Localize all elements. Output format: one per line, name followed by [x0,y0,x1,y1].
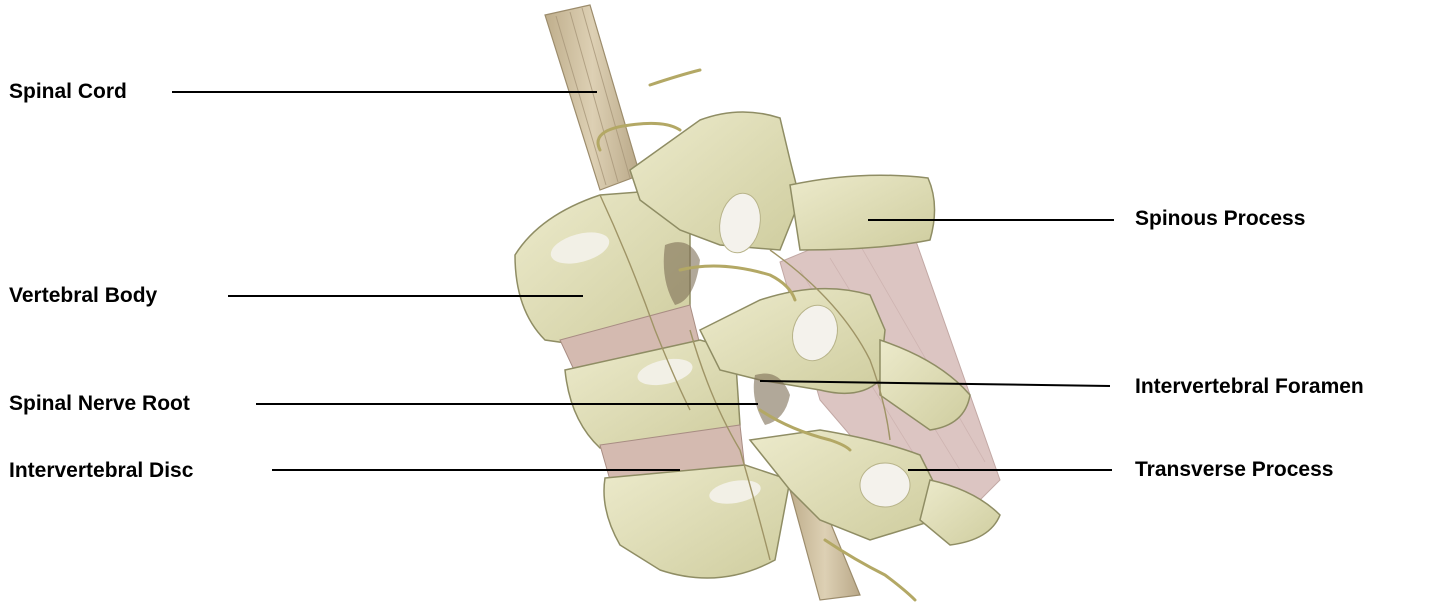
label-vertebral-body: Vertebral Body [9,285,157,306]
facet-lower [860,463,910,507]
label-spinous-process: Spinous Process [1135,208,1305,229]
label-spinal-nerve-root: Spinal Nerve Root [9,393,190,414]
upper-spinous-process [790,175,935,250]
label-intervertebral-foramen: Intervertebral Foramen [1135,376,1364,397]
label-spinal-cord: Spinal Cord [9,81,127,102]
vertebral-body-lower [604,465,790,578]
label-transverse-process: Transverse Process [1135,459,1333,480]
label-intervertebral-disc: Intervertebral Disc [9,460,193,481]
nerve-top-branch [650,70,700,85]
